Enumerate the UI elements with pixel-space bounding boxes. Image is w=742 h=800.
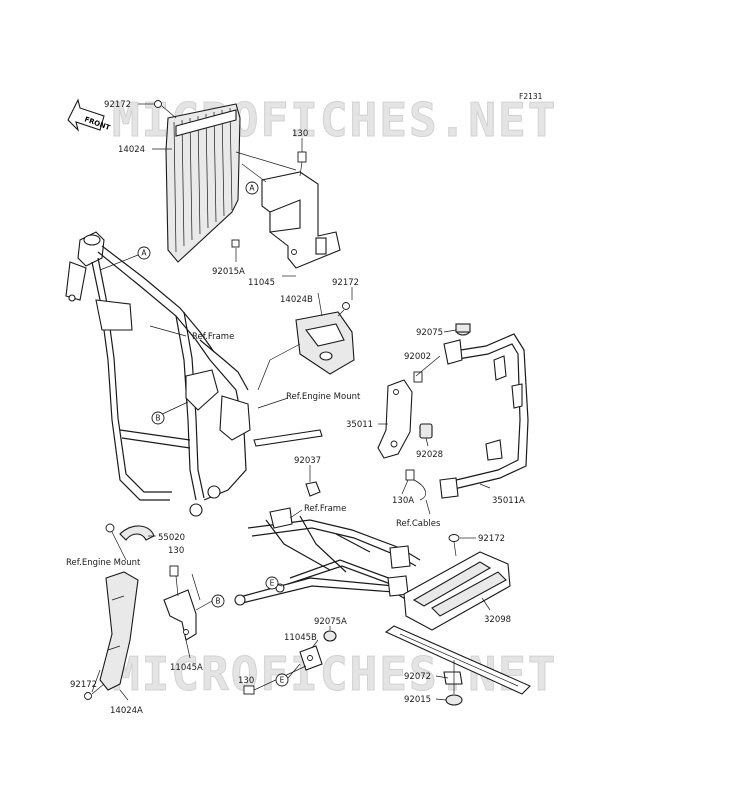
bolt-icon-92172-top <box>154 100 162 108</box>
clamp-92037 <box>305 481 321 497</box>
label-ref-frame-1: Ref.Frame <box>192 332 234 342</box>
bolt-icon-92172-bottom <box>84 692 92 700</box>
bracket-11045A <box>163 589 197 641</box>
bracket-11045 <box>261 171 341 269</box>
cover-14024B <box>295 311 355 375</box>
label-92172-mid: 92172 <box>332 278 359 288</box>
label-14024B: 14024B <box>280 295 313 305</box>
label-130A: 130A <box>392 496 414 506</box>
battery-case-32098 <box>403 551 511 631</box>
svg-text:A: A <box>249 184 255 193</box>
bracket-11045B <box>299 645 323 671</box>
callout-a-2: A <box>137 246 151 260</box>
label-92037: 92037 <box>294 456 321 466</box>
label-35011A: 35011A <box>492 496 525 506</box>
svg-text:A: A <box>141 249 147 258</box>
label-14024: 14024 <box>118 145 145 155</box>
label-92072: 92072 <box>404 672 431 682</box>
nut-icon-engine-mount <box>105 523 115 533</box>
svg-text:E: E <box>280 676 285 685</box>
label-14024A: 14024A <box>110 706 143 716</box>
label-11045: 11045 <box>248 278 275 288</box>
part-labels: 92172 14024 130 92015A 11045 92172 14024… <box>70 100 525 716</box>
label-ref-engine-mount-1: Ref.Engine Mount <box>286 392 361 402</box>
guard-14024A <box>99 571 139 691</box>
label-32098: 32098 <box>484 615 511 625</box>
svg-text:B: B <box>215 597 220 606</box>
strap-92072 <box>384 625 531 695</box>
bolt-icon-92172-mid <box>342 302 350 310</box>
label-92002: 92002 <box>404 352 431 362</box>
label-92172-bottom: 92172 <box>70 680 97 690</box>
label-130-top: 130 <box>292 129 308 139</box>
callout-a-1: A <box>245 181 259 195</box>
label-11045A: 11045A <box>170 663 203 673</box>
label-92015: 92015 <box>404 695 431 705</box>
grommet-92015 <box>445 694 463 706</box>
label-55020: 55020 <box>158 533 185 543</box>
callout-e-1: E <box>265 576 279 590</box>
bolt-130-left <box>169 565 179 577</box>
svg-text:B: B <box>155 414 160 423</box>
svg-text:E: E <box>270 579 275 588</box>
bolt-92172-right <box>448 534 460 557</box>
bolt-130A <box>405 469 427 501</box>
bolt-92002 <box>413 371 423 383</box>
label-ref-engine-mount-2: Ref.Engine Mount <box>66 558 141 568</box>
radiator-cover-14024 <box>165 103 241 263</box>
collar-92075 <box>455 323 471 336</box>
collar-92075A <box>323 630 337 642</box>
label-92172-top: 92172 <box>104 100 131 110</box>
label-35011: 35011 <box>346 420 373 430</box>
label-ref-frame-2: Ref.Frame <box>304 504 346 514</box>
callout-b-2: B <box>211 594 225 608</box>
callout-e-2: E <box>275 673 289 687</box>
clamp-55020 <box>119 525 155 541</box>
spacer-92028 <box>419 423 433 439</box>
label-92015A: 92015A <box>212 267 245 277</box>
callout-b-1: B <box>151 411 165 425</box>
diagram-code: F2131 <box>519 92 543 101</box>
label-92172-right: 92172 <box>478 534 505 544</box>
engine-mount-35011 <box>377 379 413 459</box>
clip-92015A <box>231 239 240 248</box>
label-ref-cables: Ref.Cables <box>396 519 441 529</box>
ref-labels: Ref.Frame Ref.Engine Mount Ref.Cables Re… <box>66 332 441 568</box>
label-130-bottom: 130 <box>238 676 254 686</box>
frame-ref <box>65 231 323 517</box>
label-11045B: 11045B <box>284 633 317 643</box>
label-92028: 92028 <box>416 450 443 460</box>
label-92075A: 92075A <box>314 617 347 627</box>
bar-35011A <box>439 333 529 499</box>
label-130-left: 130 <box>168 546 184 556</box>
label-92075: 92075 <box>416 328 443 338</box>
lower-frame-ref <box>234 507 421 606</box>
